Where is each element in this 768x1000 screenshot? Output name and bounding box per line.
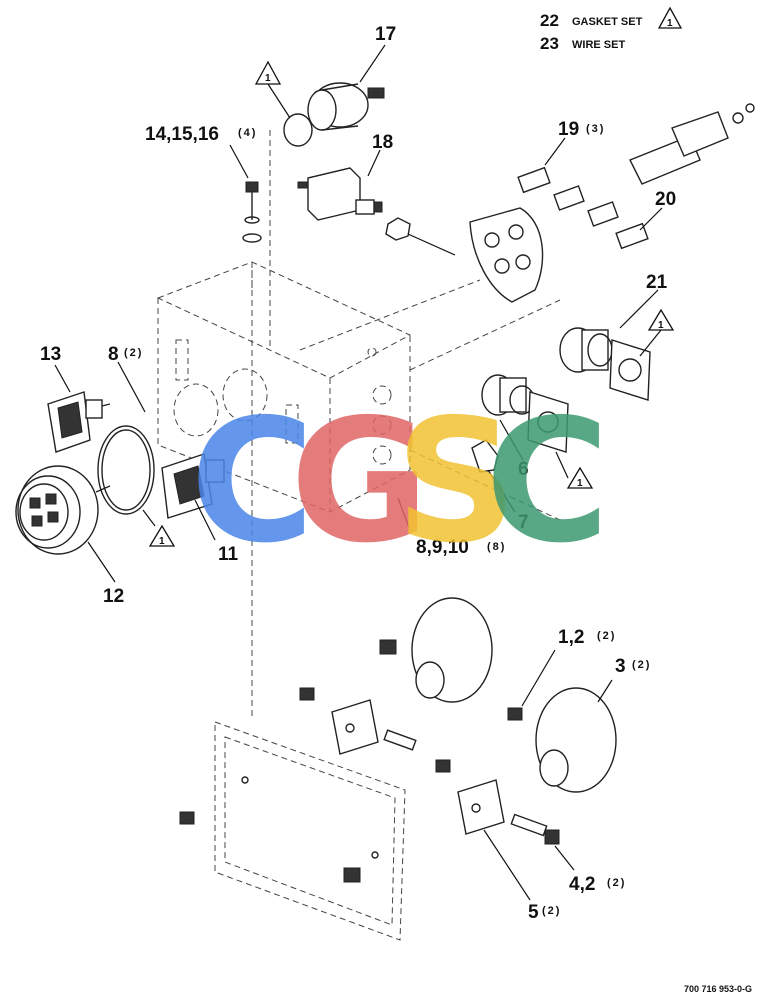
callout-19-qty: (3)	[586, 123, 605, 135]
callout-labels: 17 14,15,16 (4) 18 19 (3) 20 21 13 8 (2)…	[40, 24, 676, 923]
connector-plate	[469, 207, 544, 303]
callout-3-qty: (2)	[632, 659, 651, 671]
watermark-letter: S	[395, 383, 517, 581]
part-14-15-16-screw	[242, 181, 262, 243]
note-flag-gasket-ring: 1	[148, 524, 176, 547]
part-7-cap	[471, 439, 499, 473]
callout-5: 5	[528, 902, 539, 923]
note-flag-gasket-21: 1	[639, 308, 675, 357]
part-13-rocker-switch	[47, 391, 111, 453]
legend-number-23: 23	[540, 34, 559, 53]
callout-8-qty: (2)	[124, 347, 143, 359]
enclosure-box	[156, 130, 561, 720]
callout-4-2: 4,2	[569, 874, 595, 895]
svg-text:1: 1	[265, 73, 271, 84]
watermark-logo: C G S C	[190, 383, 610, 581]
legend-text-gasket-set: GASKET SET	[572, 16, 643, 28]
callout-17: 17	[375, 24, 396, 45]
callout-20: 20	[655, 189, 676, 210]
callout-1-2: 1,2	[558, 627, 584, 648]
callout-18: 18	[372, 132, 393, 153]
bracket-assembly-upper	[299, 597, 493, 773]
legend-number-22: 22	[540, 11, 559, 30]
note-flag-gasket-17: 1	[254, 60, 291, 119]
svg-text:1: 1	[159, 536, 165, 547]
svg-text:1: 1	[658, 320, 664, 331]
callout-4-2-qty: (2)	[607, 877, 626, 889]
legend-note-flag: 1	[657, 6, 683, 29]
callout-21: 21	[646, 272, 668, 293]
callout-7: 7	[518, 512, 529, 533]
bracket-assembly-lower	[457, 687, 617, 845]
callout-11: 11	[218, 544, 239, 565]
callout-3: 3	[615, 656, 626, 677]
leader-lines	[54, 44, 663, 901]
sleeve-tubes	[629, 103, 755, 185]
svg-text:1: 1	[577, 478, 583, 489]
callout-12: 12	[103, 586, 124, 607]
note-flag-gasket-6: 1	[555, 451, 594, 489]
callout-6: 6	[518, 459, 529, 480]
part-17-cylinder	[283, 82, 385, 147]
part-11-switch	[161, 453, 225, 519]
callout-8: 8	[108, 344, 119, 365]
callout-8-9-10-qty: (8)	[487, 541, 506, 553]
part-6-connector	[481, 374, 569, 453]
callout-14-15-16: 14,15,16	[145, 124, 219, 145]
svg-text:1: 1	[667, 18, 673, 29]
part-12-gauge	[15, 465, 111, 555]
watermark-letter: G	[290, 383, 430, 581]
part-19-connectors	[517, 166, 619, 227]
back-panel-plate	[214, 721, 406, 941]
watermark-letter: C	[485, 383, 610, 581]
mounting-nuts	[179, 811, 361, 883]
legend-text-wire-set: WIRE SET	[572, 39, 625, 51]
watermark-letter: C	[190, 383, 315, 581]
part-18-circuit-breaker	[297, 167, 456, 256]
callout-1-2-qty: (2)	[597, 630, 616, 642]
part-21-connector	[559, 327, 651, 401]
gasket-ring	[97, 425, 155, 515]
legend: 22 GASKET SET 1 23 WIRE SET	[540, 6, 683, 53]
callout-14-15-16-qty: (4)	[238, 127, 257, 139]
callout-13: 13	[40, 344, 61, 365]
document-id: 700 716 953-0-G	[684, 984, 752, 994]
callout-8-9-10: 8,9,10	[416, 537, 469, 558]
callout-5-qty: (2)	[542, 905, 561, 917]
callout-19: 19	[558, 119, 579, 140]
